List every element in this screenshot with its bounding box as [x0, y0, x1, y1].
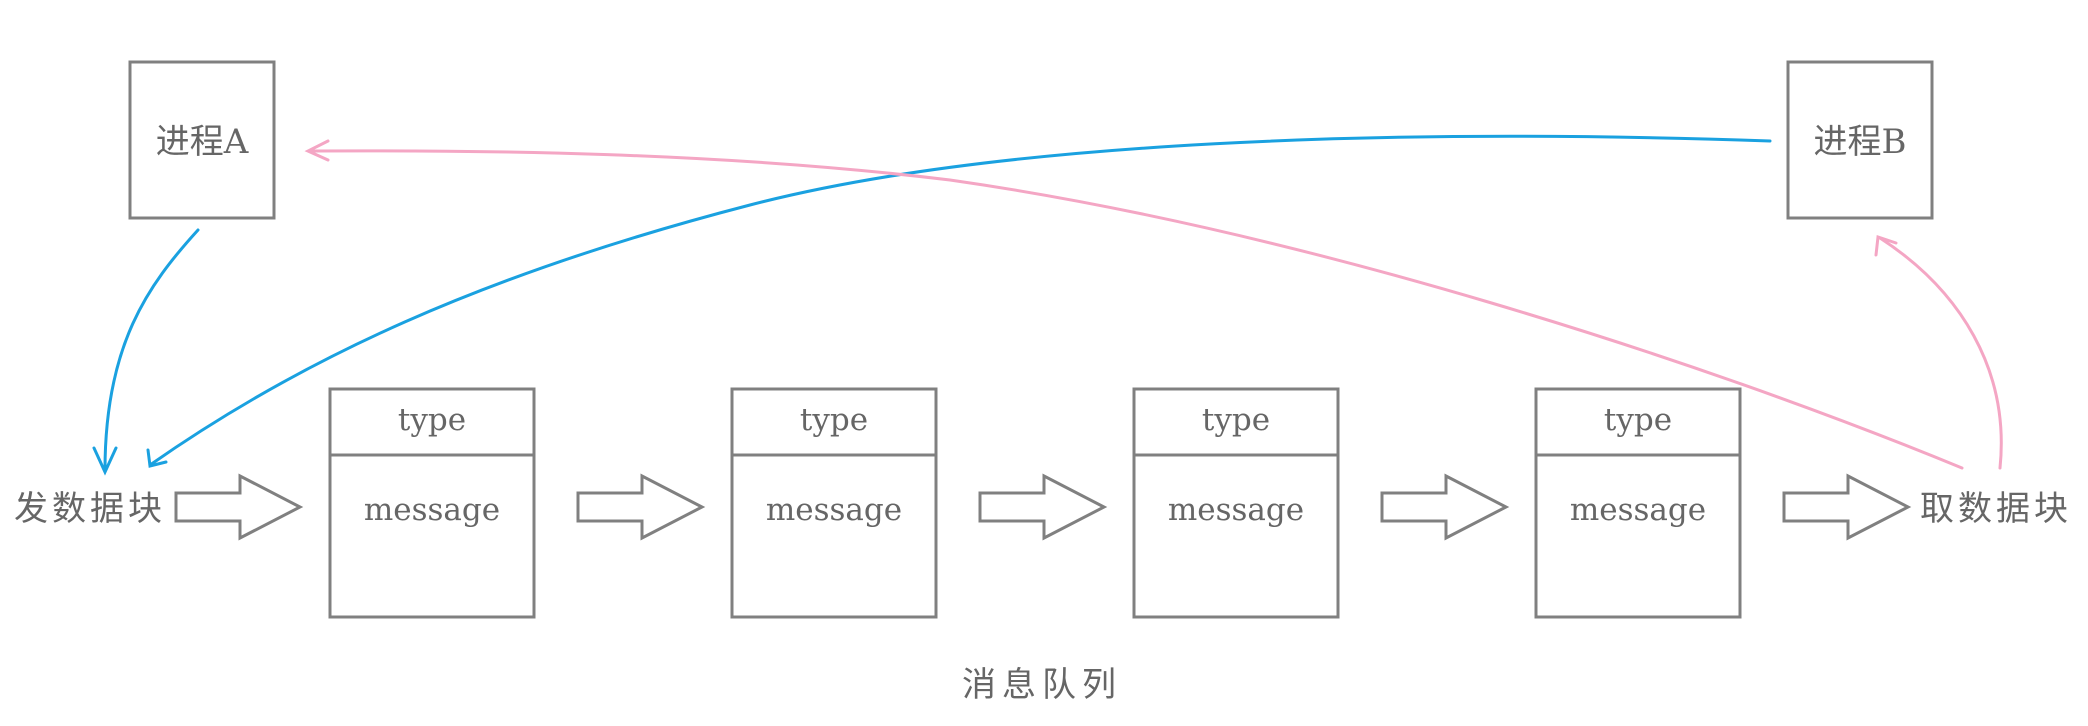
queue-cell-message: message: [364, 492, 500, 528]
flow-block-arrow: [1380, 473, 1510, 541]
flow-block-arrow: [174, 473, 304, 541]
process-a-box: [128, 60, 276, 220]
diagram-title: 消息队列: [962, 665, 1122, 705]
queue-item-4: type message: [1534, 387, 1742, 619]
process-b-box: [1786, 60, 1934, 220]
process-b-node: 进程B: [1786, 60, 1934, 220]
queue-cell-message: message: [766, 492, 902, 528]
process-a-node: 进程A: [128, 60, 276, 220]
flow-block-arrow: [576, 473, 706, 541]
queue-item-3: type message: [1132, 387, 1340, 619]
queue-cell-box: [1534, 387, 1742, 619]
send-flow-b-arrow: [146, 134, 1772, 468]
flow-block-arrow: [1782, 473, 1912, 541]
queue-cell-box: [1132, 387, 1340, 619]
send-data-label: 发数据块: [14, 489, 166, 529]
queue-cell-box: [328, 387, 536, 619]
process-b-label: 进程B: [1814, 122, 1907, 162]
queue-cell-type: type: [1202, 402, 1270, 438]
process-a-label: 进程A: [156, 122, 249, 162]
queue-cell-box: [730, 387, 938, 619]
queue-item-1: type message: [328, 387, 536, 619]
queue-item-2: type message: [730, 387, 938, 619]
receive-data-label: 取数据块: [1920, 489, 2072, 529]
queue-cell-message: message: [1570, 492, 1706, 528]
queue-cell-type: type: [1604, 402, 1672, 438]
flow-block-arrow: [978, 473, 1108, 541]
queue-cell-type: type: [398, 402, 466, 438]
receive-flow-b-arrow: [1874, 234, 2003, 470]
queue-cell-message: message: [1168, 492, 1304, 528]
send-flow-a-arrow: [92, 228, 200, 476]
queue-cell-type: type: [800, 402, 868, 438]
receive-flow-a-arrow: [304, 139, 1964, 470]
